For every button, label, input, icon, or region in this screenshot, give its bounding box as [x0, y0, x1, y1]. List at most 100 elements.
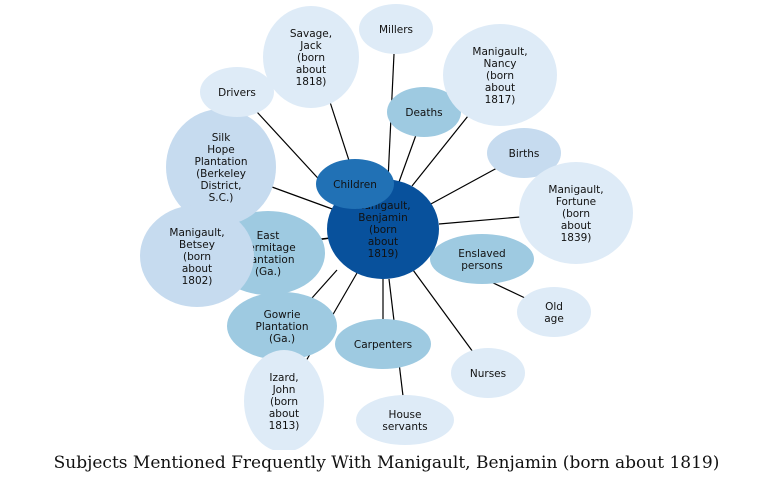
- node-fortune-label-line: (born: [562, 208, 590, 220]
- node-izard-bubble: [244, 350, 324, 450]
- node-betsey-label-line: Betsey: [179, 239, 215, 251]
- node-deaths-label: Deaths: [405, 107, 442, 119]
- node-deaths-bubble: [387, 87, 461, 137]
- node-gowrie-label-line: Plantation: [255, 321, 308, 333]
- node-silk-hope-label-line: Silk: [212, 132, 231, 144]
- node-savage-label-line: Jack: [299, 40, 322, 52]
- node-savage-label-line: 1818): [296, 76, 327, 88]
- node-silk-hope-bubble: [166, 109, 276, 225]
- node-nancy-label-line: 1817): [485, 94, 516, 106]
- diagram-caption: Subjects Mentioned Frequently With Manig…: [53, 453, 720, 473]
- node-silk-hope-label-line: S.C.): [209, 192, 234, 204]
- node-fortune-bubble: [519, 162, 633, 264]
- node-nancy-label-line: Nancy: [484, 58, 517, 70]
- node-izard-label-line: (born: [270, 396, 298, 408]
- node-center-label-line: Benjamin: [358, 212, 407, 224]
- node-silk-hope-label-line: Hope: [207, 144, 234, 156]
- edge-center-to-deaths: [398, 134, 417, 183]
- node-betsey-label-line: 1802): [182, 275, 213, 287]
- node-nurses[interactable]: Nurses: [451, 348, 525, 398]
- node-enslaved-bubble: [430, 234, 534, 284]
- node-children-label: Children: [333, 179, 377, 191]
- node-savage-bubble: [263, 6, 359, 108]
- node-drivers-label-line: Drivers: [218, 87, 256, 99]
- node-fortune-label-line: Manigault,: [548, 184, 603, 196]
- node-betsey-label-line: (born: [183, 251, 211, 263]
- edge-center-to-fortune: [438, 216, 521, 225]
- node-enslaved-label-line: persons: [461, 260, 502, 272]
- node-millers-label-line: Millers: [379, 24, 413, 36]
- node-fortune-label-line: Fortune: [556, 196, 596, 208]
- node-births[interactable]: Births: [487, 128, 561, 178]
- node-house-servants-label-line: servants: [382, 421, 427, 433]
- node-center-label-line: about: [368, 236, 398, 248]
- node-izard-label-line: John: [272, 384, 296, 396]
- node-children-bubble: [316, 159, 394, 209]
- node-house-servants-label-line: House: [389, 409, 422, 421]
- node-nancy-label-line: (born: [486, 70, 514, 82]
- node-old-age-label-line: Old: [545, 301, 563, 313]
- node-east-hermitage-label-line: East: [257, 230, 280, 242]
- node-carpenters-bubble: [335, 319, 431, 369]
- node-births-label-line: Births: [509, 148, 540, 160]
- node-children[interactable]: Children: [316, 159, 394, 209]
- node-millers-label: Millers: [379, 24, 413, 36]
- node-births-label: Births: [509, 148, 540, 160]
- node-old-age-label-line: age: [544, 313, 564, 325]
- edge-center-to-silk-hope: [271, 186, 336, 211]
- node-izard-label-line: Izard,: [269, 372, 298, 384]
- node-savage-label-line: about: [296, 64, 326, 76]
- node-drivers-label: Drivers: [218, 87, 256, 99]
- node-drivers[interactable]: Drivers: [200, 67, 274, 117]
- node-silk-hope-label-line: District,: [200, 180, 241, 192]
- node-deaths[interactable]: Deaths: [387, 87, 461, 137]
- node-children-label-line: Children: [333, 179, 377, 191]
- node-gowrie-bubble: [227, 292, 337, 360]
- node-fortune-label-line: about: [561, 220, 591, 232]
- node-nancy-bubble: [443, 24, 557, 126]
- edge-center-to-nancy: [411, 115, 469, 187]
- node-east-hermitage-label-line: Hermitage: [240, 242, 295, 254]
- node-millers[interactable]: Millers: [359, 4, 433, 54]
- node-nurses-bubble: [451, 348, 525, 398]
- node-betsey-bubble: [140, 205, 254, 307]
- node-izard-label-line: about: [269, 408, 299, 420]
- node-millers-bubble: [359, 4, 433, 54]
- node-carpenters[interactable]: Carpenters: [335, 319, 431, 369]
- node-births-bubble: [487, 128, 561, 178]
- node-carpenters-label: Carpenters: [354, 339, 412, 351]
- node-gowrie-label-line: Gowrie: [264, 309, 301, 321]
- node-old-age-bubble: [517, 287, 591, 337]
- node-drivers-bubble: [200, 67, 274, 117]
- node-betsey-label-line: about: [182, 263, 212, 275]
- edge-center-to-births: [428, 167, 498, 206]
- node-gowrie-label-line: (Ga.): [269, 333, 295, 345]
- node-center-label-line: (born: [369, 224, 397, 236]
- node-nancy-label-line: about: [485, 82, 515, 94]
- node-center-label-line: 1819): [368, 248, 399, 260]
- node-izard-label-line: 1813): [269, 420, 300, 432]
- node-house-servants-bubble: [356, 395, 454, 445]
